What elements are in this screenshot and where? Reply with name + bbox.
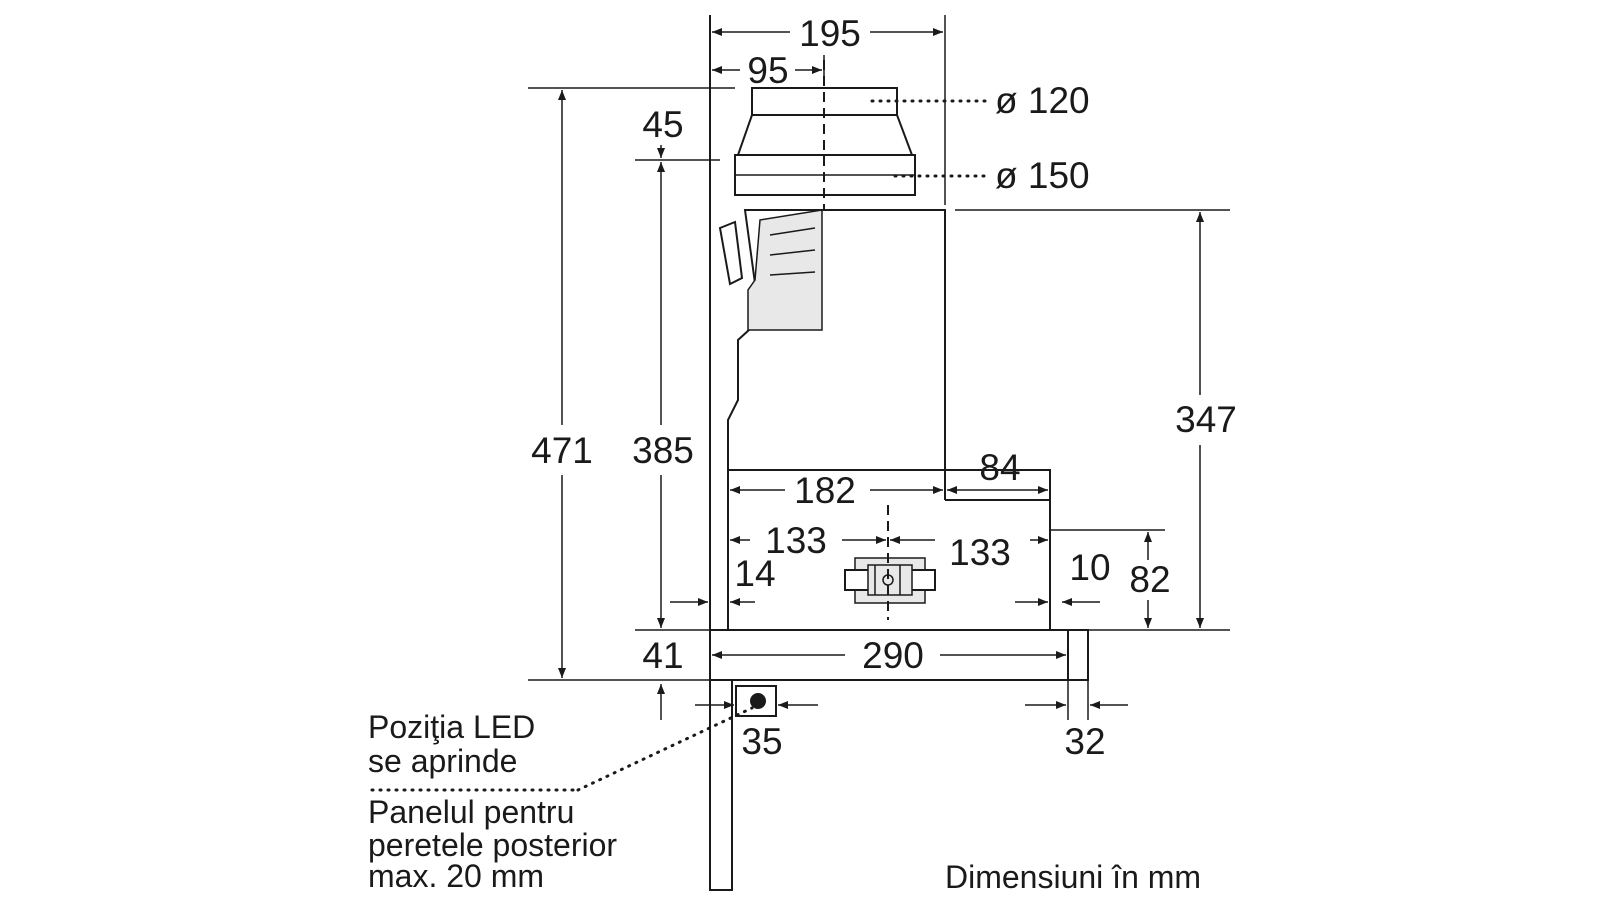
dim-182: 182 [794, 470, 856, 511]
leader-lines [370, 99, 992, 792]
extension-lines [528, 15, 1230, 720]
dim-84: 84 [979, 447, 1020, 488]
units-note: Dimensiuni în mm [945, 859, 1201, 895]
dim-diameter-150: ø 150 [995, 155, 1090, 196]
hood-outline [709, 15, 1089, 891]
dim-32: 32 [1064, 721, 1105, 762]
dim-471: 471 [531, 430, 593, 471]
flap-assembly [747, 209, 823, 331]
dimension-labels: 195 95 ø 120 ø 150 45 471 385 347 84 182… [531, 13, 1237, 762]
dim-290: 290 [862, 635, 924, 676]
led-note-line1: Poziţia LED [368, 709, 535, 745]
dim-35: 35 [741, 721, 782, 762]
dim-385: 385 [632, 430, 694, 471]
dim-133-left: 133 [765, 520, 827, 561]
dim-45: 45 [642, 104, 683, 145]
front-handle [1067, 629, 1089, 681]
led-note-line2: se aprinde [368, 743, 517, 779]
dim-133-right: 133 [949, 532, 1011, 573]
panel-note-line2: peretele posterior [368, 827, 617, 863]
dim-195: 195 [799, 13, 861, 54]
panel-note-line1: Panelul pentru [368, 794, 574, 830]
dim-10: 10 [1069, 547, 1110, 588]
dim-14: 14 [734, 553, 775, 594]
dim-diameter-120: ø 120 [995, 80, 1090, 121]
dim-82: 82 [1129, 559, 1170, 600]
panel-note-line3: max. 20 mm [368, 858, 544, 894]
rear-wall-panel [709, 679, 733, 891]
flap-handle [718, 220, 744, 286]
led-dot [750, 693, 766, 709]
fan-motor-block [844, 557, 936, 604]
notes: Poziţia LED se aprinde Panelul pentru pe… [368, 709, 1201, 895]
dimension-arrows [558, 28, 1204, 720]
dim-95: 95 [747, 50, 788, 91]
dim-347: 347 [1175, 399, 1237, 440]
dim-41: 41 [642, 635, 683, 676]
